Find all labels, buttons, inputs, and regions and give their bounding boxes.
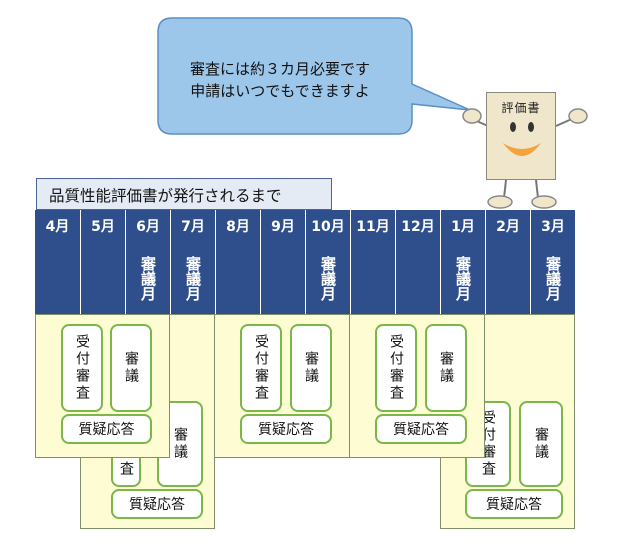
month-label: 3月 [541, 219, 565, 235]
shingi-month-label: 審議月 [139, 256, 157, 301]
month-col-may: 5月 [80, 210, 125, 314]
uketsuke-shinsa-box: 受付審査 [240, 324, 282, 412]
mascot-face [503, 122, 541, 156]
qa-box: 質疑応答 [111, 489, 203, 519]
month-label: 11月 [356, 219, 390, 235]
shingi-month-label: 審議月 [544, 256, 562, 301]
shingi-month-label: 審議月 [454, 256, 472, 301]
shingi-box: 審議 [519, 401, 563, 487]
month-col-jun: 6月 審議月 [125, 210, 170, 314]
qa-box: 質疑応答 [465, 489, 563, 519]
qa-box: 質疑応答 [61, 414, 152, 444]
shingi-month-label: 審議月 [184, 256, 202, 301]
mascot-character [462, 108, 588, 209]
mascot-body: 評価書 [486, 92, 556, 180]
chart-title: 品質性能評価書が発行されるまで [36, 178, 332, 210]
month-col-jul: 7月 審議月 [170, 210, 215, 314]
shingi-month-label: 審議月 [319, 256, 337, 301]
shingi-box: 審議 [425, 324, 467, 412]
month-col-sep: 9月 [260, 210, 305, 314]
mascot-label: 評価書 [501, 101, 541, 115]
month-label: 6月 [136, 219, 160, 235]
month-label: 1月 [451, 219, 475, 235]
shingi-box: 審議 [110, 324, 152, 412]
month-col-nov: 11月 [350, 210, 395, 314]
process-block-oct: 受付審査 審議 質疑応答 [214, 314, 350, 458]
bubble-line-2: 申請はいつでもできますよ [190, 82, 370, 100]
month-header: 4月 5月 6月 審議月 7月 審議月 8月 9月 10月 審議月 11月 12… [35, 210, 575, 314]
month-col-oct: 10月 審議月 [305, 210, 350, 314]
month-label: 5月 [91, 219, 115, 235]
month-label: 4月 [45, 219, 70, 235]
month-col-jan: 1月 審議月 [440, 210, 485, 314]
bubble-line-1: 審査には約３カ月必要です [189, 60, 370, 78]
month-col-aug: 8月 [215, 210, 260, 314]
month-col-feb: 2月 [485, 210, 530, 314]
month-label: 10月 [311, 219, 345, 235]
shingi-box: 審議 [290, 324, 332, 412]
uketsuke-shinsa-box: 受付審査 [375, 324, 417, 412]
month-label: 2月 [496, 219, 520, 235]
month-label: 12月 [401, 219, 435, 235]
process-block-jun: 受付審査 審議 質疑応答 [35, 314, 170, 458]
qa-box: 質疑応答 [240, 414, 332, 444]
month-label: 9月 [271, 219, 295, 235]
process-block-jan: 受付審査 審議 質疑応答 [349, 314, 485, 458]
month-col-dec: 12月 [395, 210, 440, 314]
uketsuke-shinsa-box: 受付審査 [61, 324, 103, 412]
month-col-mar: 3月 審議月 [530, 210, 575, 314]
month-label: 7月 [181, 219, 205, 235]
month-label: 8月 [226, 219, 250, 235]
month-col-apr: 4月 [35, 210, 80, 314]
qa-box: 質疑応答 [375, 414, 467, 444]
